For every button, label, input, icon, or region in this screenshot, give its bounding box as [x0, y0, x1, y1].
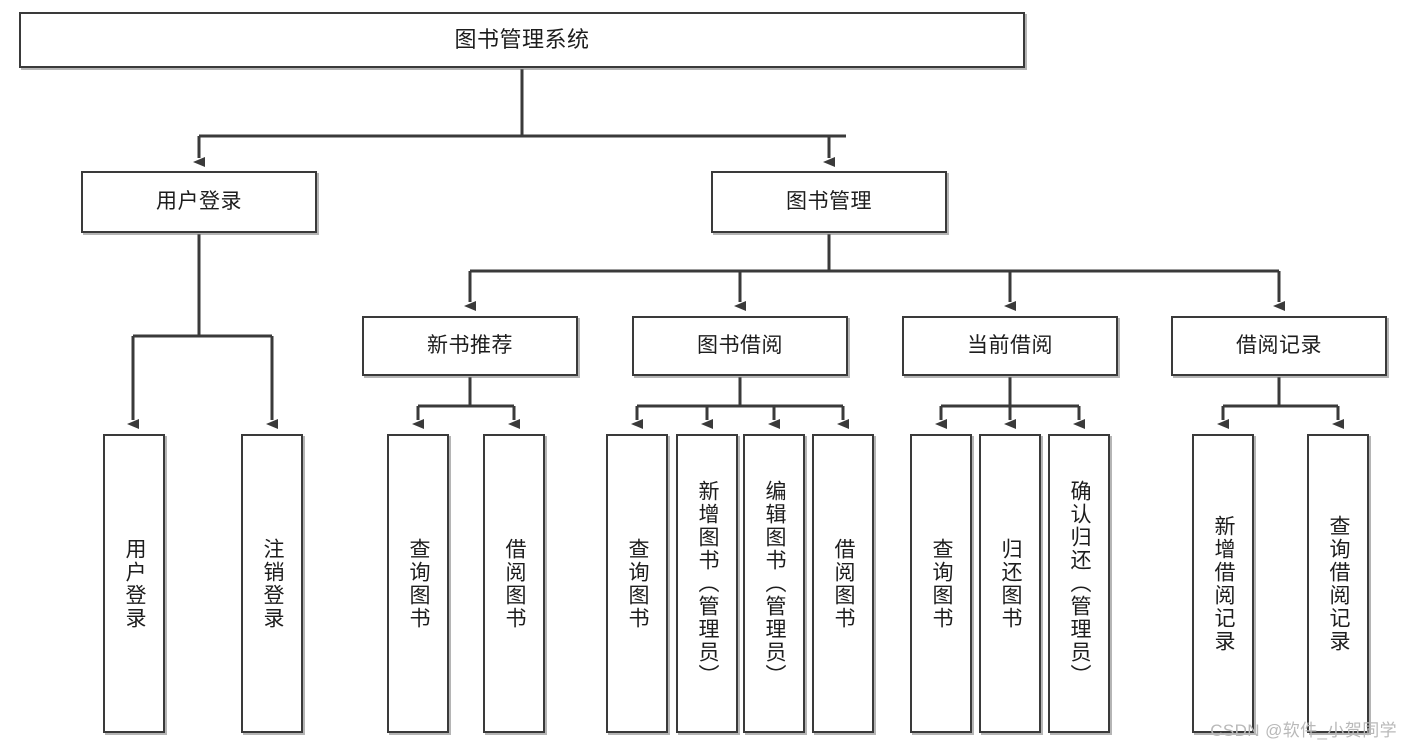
node-new-book-recommendation[interactable]: 新书推荐: [362, 316, 578, 376]
node-label: 新增借阅记录: [1212, 514, 1236, 653]
node-label: 查询图书: [930, 537, 954, 630]
node-leaf-logout[interactable]: 注销登录: [241, 434, 303, 733]
node-label: 新书推荐: [427, 334, 513, 358]
node-label: 编辑图书（管理员）: [763, 480, 787, 687]
node-user-login[interactable]: 用户登录: [81, 171, 317, 233]
node-leaf-query-book-current[interactable]: 查询图书: [910, 434, 972, 733]
node-book-borrowing[interactable]: 图书借阅: [632, 316, 848, 376]
node-leaf-query-book-borrowing[interactable]: 查询图书: [606, 434, 668, 733]
node-leaf-add-borrow-record[interactable]: 新增借阅记录: [1192, 434, 1254, 733]
node-leaf-query-book-recommend[interactable]: 查询图书: [387, 434, 449, 733]
watermark: CSDN @软件_小贺同学: [1210, 721, 1397, 740]
node-label: 当前借阅: [967, 334, 1053, 358]
node-leaf-return-book[interactable]: 归还图书: [979, 434, 1041, 733]
node-label: 用户登录: [123, 537, 147, 630]
node-leaf-confirm-return-admin[interactable]: 确认归还（管理员）: [1048, 434, 1110, 733]
node-label: 图书借阅: [697, 334, 783, 358]
node-label: 借阅记录: [1236, 334, 1322, 358]
node-leaf-query-borrow-record[interactable]: 查询借阅记录: [1307, 434, 1369, 733]
node-label: 图书管理: [786, 190, 872, 214]
node-leaf-edit-book-admin[interactable]: 编辑图书（管理员）: [743, 434, 805, 733]
node-label: 借阅图书: [832, 537, 856, 630]
node-label: 查询图书: [407, 537, 431, 630]
node-leaf-add-book-admin[interactable]: 新增图书（管理员）: [676, 434, 738, 733]
node-label: 用户登录: [156, 190, 242, 214]
node-borrow-records[interactable]: 借阅记录: [1171, 316, 1387, 376]
node-label: 新增图书（管理员）: [696, 480, 720, 687]
node-leaf-borrow-book-recommend[interactable]: 借阅图书: [483, 434, 545, 733]
node-book-management[interactable]: 图书管理: [711, 171, 947, 233]
node-current-borrowing[interactable]: 当前借阅: [902, 316, 1118, 376]
node-label: 查询借阅记录: [1327, 514, 1351, 653]
node-root-book-management-system[interactable]: 图书管理系统: [19, 12, 1025, 68]
node-label: 注销登录: [261, 537, 285, 630]
node-label: 确认归还（管理员）: [1068, 480, 1092, 687]
node-label: 图书管理系统: [454, 26, 590, 52]
node-leaf-borrow-book[interactable]: 借阅图书: [812, 434, 874, 733]
node-leaf-user-login[interactable]: 用户登录: [103, 434, 165, 733]
node-label: 查询图书: [626, 537, 650, 630]
node-label: 归还图书: [999, 537, 1023, 630]
node-label: 借阅图书: [503, 537, 527, 630]
